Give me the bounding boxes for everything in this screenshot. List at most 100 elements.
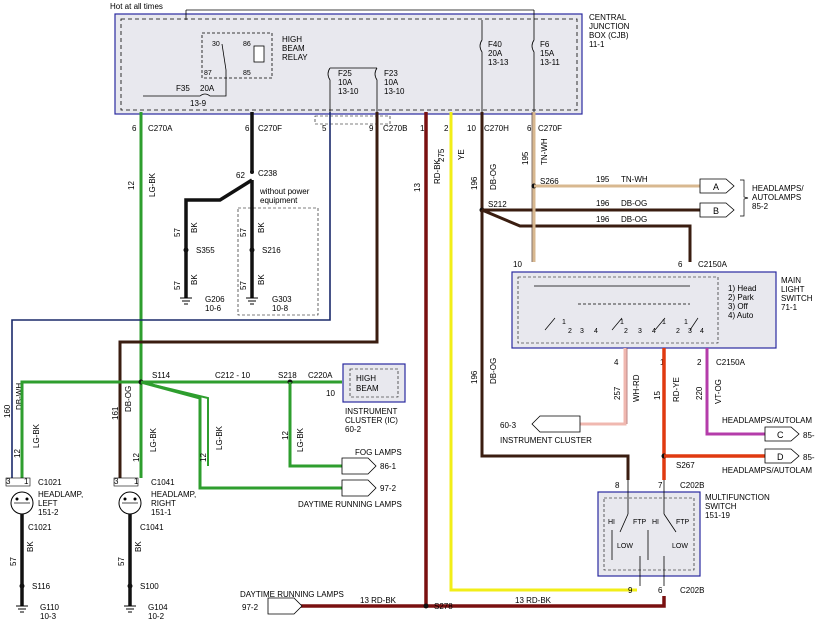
without-power-box	[237, 207, 319, 316]
c1041-top-label: C1041	[151, 478, 175, 487]
ref85-c: 85-	[803, 431, 815, 440]
headlamp-left-label-3: 151-2	[38, 508, 59, 517]
mfs-low-1: LOW	[617, 543, 633, 550]
g303-ref: 10-8	[272, 304, 289, 313]
f40-rating: 20A	[488, 49, 503, 58]
without-power-1: without power	[259, 187, 310, 196]
relay-pin-85: 85	[243, 70, 251, 77]
wire-257-whrd	[580, 348, 627, 426]
s216-bk-color: BK	[257, 222, 266, 233]
f35-name: F35	[176, 84, 190, 93]
wire-161-dbog	[118, 112, 379, 478]
svg-text:1: 1	[684, 319, 688, 326]
mls-label-2: LIGHT	[781, 285, 805, 294]
g206-ref: 10-6	[205, 304, 222, 313]
s114-label: S114	[152, 371, 171, 380]
headlamps-autolam-1: HEADLAMPS/AUTOLAM	[722, 416, 812, 425]
f23-name: F23	[384, 69, 398, 78]
headlamp-left-label-1: HEADLAMP,	[38, 490, 83, 499]
mfs-label-2: SWITCH	[705, 502, 737, 511]
wire-196-c-color: DB-OG	[621, 215, 647, 224]
g104-label: G104	[148, 603, 168, 612]
cjb-title-3: BOX (CJB)	[589, 31, 629, 40]
s266-label: S266	[540, 177, 559, 186]
headlamps-autolam-2: HEADLAMPS/AUTOLAM	[722, 466, 812, 475]
f23-rating: 10A	[384, 78, 399, 87]
arrow-a	[699, 178, 735, 194]
wire-160-dbwh	[11, 112, 331, 478]
s216-splice	[249, 247, 255, 253]
high-beam-box	[342, 363, 406, 403]
brace-ab	[740, 179, 749, 217]
pin-1-right: 1	[134, 477, 139, 486]
pin-62: 62	[236, 171, 245, 180]
mls-label-1: MAIN	[781, 276, 801, 285]
pin-10: 10	[467, 124, 476, 133]
ground-g206-icon	[180, 297, 192, 305]
pin-5: 5	[322, 124, 327, 133]
svg-text:1: 1	[562, 319, 566, 326]
wire-196-to-mfs	[480, 210, 630, 480]
c270f-right-label: C270F	[538, 124, 562, 133]
svg-text:3: 3	[638, 328, 642, 335]
wire-275-num: 275	[437, 148, 446, 162]
wire-lgbk-fog-color: LG-BK	[296, 427, 305, 452]
wire-rdye-color: RD-YE	[672, 377, 681, 402]
wire-161-num: 161	[111, 406, 120, 420]
cjb-title-4: 11-1	[589, 40, 605, 49]
s267-label: S267	[676, 461, 695, 470]
c202b-bot-label: C202B	[680, 586, 704, 595]
s100-label: S100	[140, 582, 159, 591]
headlamp-left-label-2: LEFT	[38, 499, 58, 508]
relay-pin-87: 87	[204, 70, 212, 77]
pin-3-left: 3	[6, 477, 11, 486]
c1041-top-connector	[113, 477, 139, 487]
c270f-left-label: C270F	[258, 124, 282, 133]
f25-ref: 13-10	[338, 87, 359, 96]
pin-6-a: 6	[132, 124, 137, 133]
svg-text:4: 4	[700, 328, 704, 335]
svg-text:1: 1	[620, 319, 624, 326]
high-beam-label-2: BEAM	[356, 384, 379, 393]
s212-label: S212	[488, 200, 507, 209]
pin-8-mfs: 8	[615, 481, 620, 490]
wire-161-color: DB-OG	[124, 386, 133, 412]
fog-lamps-ref: 86-1	[380, 462, 397, 471]
headlamps-autolamps-2: AUTOLAMPS	[752, 193, 801, 202]
wire-13-rdbk-bottom	[300, 596, 666, 608]
c2150a-top-label: C2150A	[698, 260, 728, 269]
f6-rating: 15A	[540, 49, 555, 58]
wire-196-low-color: DB-OG	[489, 358, 498, 384]
wire-160-color: DB-WH	[15, 383, 24, 410]
switch-pos-3: 3) Off	[728, 302, 749, 311]
c270h-label: C270H	[484, 124, 509, 133]
wire-rdbk-color: RD-BK	[433, 158, 442, 184]
pin-1: 1	[420, 124, 425, 133]
wire-12-lgbk-left-num: 12	[13, 449, 22, 458]
f35-ref: 13-9	[190, 99, 207, 108]
headlamp-right-label-1: HEADLAMP,	[151, 490, 196, 499]
mfs-low-2: LOW	[672, 543, 688, 550]
ground-g110-icon	[16, 605, 28, 613]
wire-12-drl-num: 12	[199, 453, 208, 462]
f25-rating: 10A	[338, 78, 353, 87]
wire-12-num: 12	[127, 181, 136, 190]
wire-257-num: 257	[613, 386, 622, 400]
wire-57-right-num: 57	[117, 557, 126, 566]
relay-label-2: BEAM	[282, 44, 305, 53]
ground-g104-icon	[124, 605, 136, 613]
c238-label: C238	[258, 169, 278, 178]
ref85-d: 85-	[803, 453, 815, 462]
mls-label-3: SWITCH	[781, 294, 813, 303]
c1041-bot-label: C1041	[140, 523, 164, 532]
wire-195-a-num: 195	[596, 175, 610, 184]
pin-9: 9	[369, 124, 374, 133]
pin-7-mfs: 7	[658, 481, 663, 490]
drl-label: DAYTIME RUNNING LAMPS	[298, 500, 402, 509]
headlamp-right-icon	[118, 491, 142, 515]
arrow-c	[764, 426, 800, 442]
wire-220-num: 220	[695, 386, 704, 400]
wire-lgbk-drl-color: LG-BK	[215, 425, 224, 450]
drl-arrow	[341, 479, 377, 497]
